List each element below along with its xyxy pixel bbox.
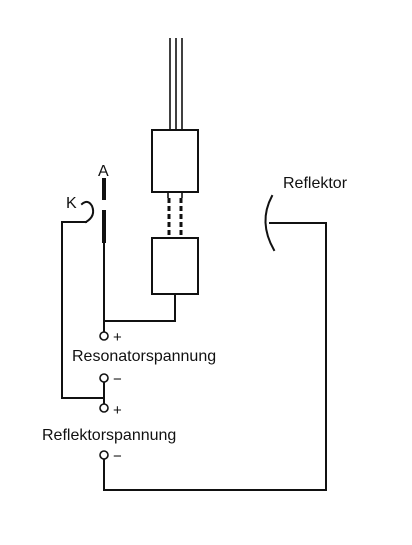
- cathode-label: K: [66, 195, 77, 212]
- terminal-reflector-plus: [99, 403, 109, 413]
- output-coax-line: [169, 38, 183, 137]
- polarity-reflector-plus: +: [113, 402, 122, 419]
- cathode-symbol: [80, 200, 95, 224]
- polarity-resonator-minus: −: [113, 371, 122, 388]
- cavity-coupling: [167, 192, 183, 238]
- reflector-label: Reflektor: [283, 175, 348, 192]
- terminal-resonator-minus: [99, 373, 109, 383]
- wire-cavity-to-resonator-plus: [103, 293, 176, 333]
- upper-cavity: [151, 129, 199, 193]
- wire-cathode: [61, 221, 105, 399]
- anode-label: A: [98, 163, 109, 180]
- polarity-resonator-plus: +: [113, 329, 122, 346]
- wire-reflector: [103, 222, 327, 491]
- reflector-electrode: [264, 194, 276, 252]
- terminal-reflector-minus: [99, 450, 109, 460]
- polarity-reflector-minus: −: [113, 448, 122, 465]
- lower-cavity: [151, 237, 199, 295]
- resonator-voltage-label: Resonatorspannung: [72, 348, 216, 365]
- reflector-voltage-label: Reflektorspannung: [42, 427, 176, 444]
- terminal-resonator-plus: [99, 331, 109, 341]
